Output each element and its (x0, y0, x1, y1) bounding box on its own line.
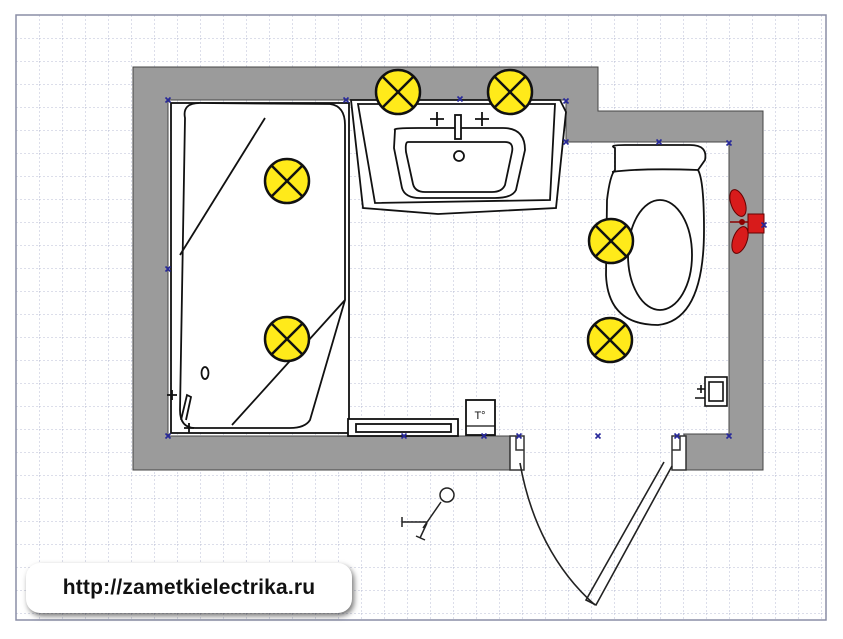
sink-vanity (349, 99, 567, 215)
watermark-url: http://zametkielectrika.ru (26, 563, 352, 613)
wall-switch (695, 376, 728, 407)
door (519, 461, 673, 607)
light-1 (374, 68, 422, 116)
bathtub (167, 102, 350, 434)
door-jambs (509, 435, 687, 471)
light-5 (263, 315, 311, 363)
person-figure (401, 487, 455, 541)
heater-fan (729, 189, 765, 254)
light-4 (587, 217, 635, 265)
thermostat-label: T° (474, 410, 485, 422)
light-6 (586, 316, 634, 364)
toilet (605, 144, 707, 326)
towel-rail (347, 418, 459, 437)
light-3 (263, 157, 311, 205)
thermostat: T° (465, 399, 496, 436)
light-2 (486, 68, 534, 116)
